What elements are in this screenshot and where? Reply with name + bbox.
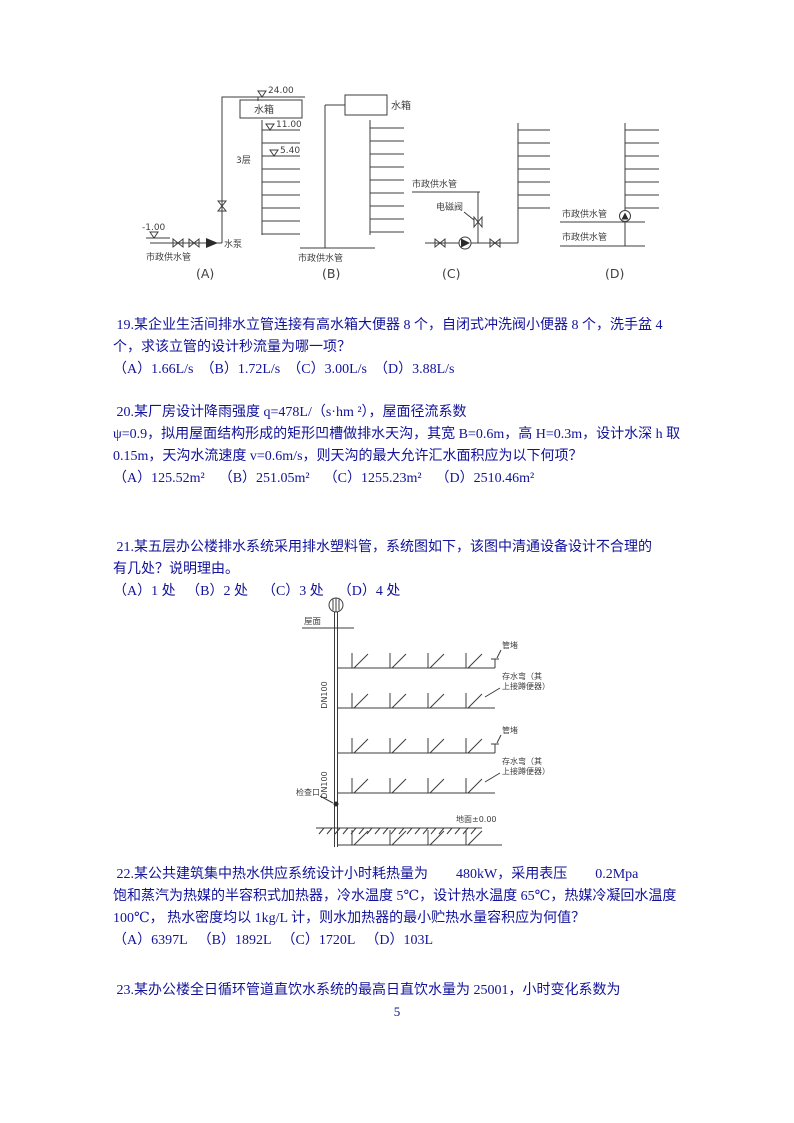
solenoid-valve-label: 电磁阀 [436, 201, 463, 213]
water-tank [239, 99, 303, 119]
scheme-c: 市政供水管 电磁阀 (C) [412, 123, 550, 281]
roof-label: 屋面 [304, 617, 322, 627]
question-21-options: （A）1 处 （B）2 处 （C）3 处 （D）4 处 [113, 584, 401, 599]
municipal-supply-label: 市政供水管 [146, 251, 191, 263]
fixture-symbols-row-4 [351, 693, 483, 709]
pipe-size-label: DN100 [320, 681, 329, 708]
municipal-supply-label: 市政供水管 [562, 231, 607, 243]
tank-label: 水箱 [391, 99, 411, 112]
scheme-d: 市政供水管 市政供水管 (D) [560, 123, 659, 281]
trap-label-line-1: 存水弯（其 [502, 756, 542, 766]
access-port-label: 检查口 [296, 787, 320, 797]
question-22-line-3: 100℃， 热水密度均以 1kg/L 计，则水加热器的最小贮热水量容积应为何值？ [113, 911, 586, 926]
ground-hatch [318, 827, 477, 835]
scheme-a-pipes [146, 96, 305, 244]
fixture-symbols-row-2 [351, 778, 483, 794]
scheme-a-label: (A) [196, 266, 214, 281]
scheme-d-label: (D) [605, 266, 624, 281]
water-supply-schemes-diagram: 24.00 水箱 11.00 5.40 3层 -1.00 水泵 市政供水管 (A… [142, 86, 659, 281]
scheme-c-label: (C) [442, 266, 460, 281]
access-port-icon [333, 801, 339, 807]
scheme-b-pipes [300, 104, 404, 249]
question-22: 22.某公共建筑集中热水供应系统设计小时耗热量为 480kW，采用表压 0.2M… [113, 864, 713, 952]
valve-icon [434, 237, 501, 249]
trap-label-line-1: 存水弯（其 [502, 671, 542, 681]
tank-label: 水箱 [254, 103, 274, 116]
question-20-line-1: 20.某厂房设计降雨强度 q=478L/（s·hm ²），屋面径流系数 [113, 405, 467, 420]
scheme-b: 水箱 市政供水管 (B) [298, 94, 411, 281]
vent-cap-hatch [332, 598, 340, 612]
page-number: 5 [393, 1004, 401, 1019]
municipal-supply-label: 市政供水管 [562, 208, 607, 220]
question-20: 20.某厂房设计降雨强度 q=478L/（s·hm ²），屋面径流系数 ψ=0.… [113, 402, 713, 490]
valve-icon [172, 200, 228, 249]
pipe-plug-icon [491, 658, 499, 753]
elevation-marker-icon [149, 90, 279, 239]
elevation-label: -1.00 [142, 223, 166, 233]
pump-label: 水泵 [224, 238, 242, 250]
elevation-label: 24.00 [268, 86, 294, 96]
fixture-symbols-row-1 [351, 830, 483, 846]
pump-impeller-icon [621, 212, 629, 220]
question-22-line-2: 饱和蒸汽为热媒的半容积式加热器，冷水温度 5℃，设计热水温度 65℃，热媒冷凝回… [113, 889, 677, 904]
leader-line [463, 211, 475, 221]
trap-label-line-2: 上接蹲便器） [502, 766, 550, 776]
question-19-line-2: 个，求该立管的设计秒流量为哪一项？ [113, 340, 351, 355]
drainage-system-diagram: 屋面 DN100 DN100 管堵 存水弯（其 上接蹲便器） 管堵 存水弯（其 … [296, 597, 550, 847]
question-20-options: （A）125.52m² （B）251.05m² （C）1255.23m² （D）… [113, 471, 535, 486]
question-21: 21.某五层办公楼排水系统采用排水塑料管，系统图如下，该图中清通设备设计不合理的… [113, 537, 713, 603]
solenoid-valve-icon [473, 215, 483, 229]
question-20-line-2: ψ=0.9，拟用屋面结构形成的矩形凹槽做排水天沟，其宽 B=0.6m，高 H=0… [113, 427, 681, 442]
scheme-a: 24.00 水箱 11.00 5.40 3层 -1.00 水泵 市政供水管 (A… [142, 86, 305, 281]
elevation-label: 11.00 [276, 120, 302, 130]
question-19-line-1: 19.某企业生活间排水立管连接有高水箱大便器 8 个，自闭式冲洗阀小便器 8 个… [113, 318, 663, 333]
water-tank [344, 94, 388, 116]
pump-impeller-icon [461, 238, 470, 248]
municipal-supply-label: 市政供水管 [412, 178, 457, 190]
municipal-supply-label: 市政供水管 [298, 252, 343, 264]
trap-label-line-2: 上接蹲便器） [502, 681, 550, 691]
drain-stack-pipe [334, 612, 338, 847]
question-21-line-1: 21.某五层办公楼排水系统采用排水塑料管，系统图如下，该图中清通设备设计不合理的 [113, 540, 653, 555]
pump-icon [206, 238, 218, 248]
question-22-options: （A）6397L （B）1892L （C）1720L （D）103L [113, 933, 434, 948]
pipe-size-label: DN100 [320, 771, 329, 798]
question-22-line-1: 22.某公共建筑集中热水供应系统设计小时耗热量为 480kW，采用表压 0.2M… [113, 867, 639, 882]
scheme-b-label: (B) [322, 266, 340, 281]
question-19-options: （A）1.66L/s （B）1.72L/s （C）3.00L/s （D）3.88… [113, 362, 455, 377]
pipe-plug-label: 管堵 [502, 640, 518, 650]
question-23: 23.某办公楼全日循环管道直饮水系统的最高日直饮水量为 25001，小时变化系数… [113, 980, 713, 1002]
pipe-plug-label: 管堵 [502, 725, 518, 735]
question-23-line-1: 23.某办公楼全日循环管道直饮水系统的最高日直饮水量为 25001，小时变化系数… [113, 983, 621, 998]
fixture-symbols-row-3 [351, 738, 483, 754]
elevation-label: 5.40 [280, 146, 300, 156]
leader-line [319, 649, 502, 804]
question-20-line-3: 0.15m，天沟水流速度 v=0.6m/s，则天沟的最大允许汇水面积应为以下何项… [113, 449, 583, 464]
ground-level-label: 地面±0.00 [456, 814, 497, 824]
scheme-d-pipes [560, 123, 659, 247]
fixture-symbols-row-5 [351, 653, 483, 669]
question-19: 19.某企业生活间排水立管连接有高水箱大便器 8 个，自闭式冲洗阀小便器 8 个… [113, 315, 713, 381]
branch-pipes [338, 667, 502, 846]
floor-label: 3层 [236, 155, 251, 166]
question-21-line-2: 有几处？说明理由。 [113, 562, 239, 577]
